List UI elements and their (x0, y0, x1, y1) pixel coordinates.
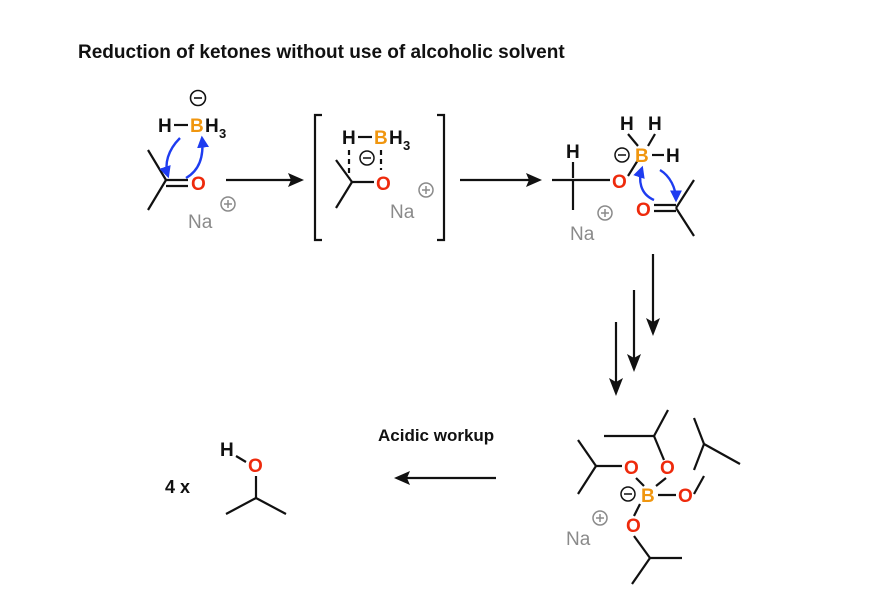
isopropanol-product: H O (220, 440, 287, 515)
positive-charge-icon-2 (597, 205, 613, 221)
ts-bh3-subscript: 3 (403, 138, 410, 153)
isopropyl-h: H (566, 142, 580, 163)
electron-arrow-oxygen (185, 135, 210, 180)
ts-positive-charge-icon (418, 182, 434, 198)
hydride-h-atom: H (158, 116, 172, 137)
borate-boron-atom: B (641, 486, 655, 507)
positive-charge-icon (220, 196, 236, 212)
borate-oxygen-right: O (678, 486, 693, 507)
borate-oxygen-top-left: O (624, 458, 639, 479)
ts-bh-hydrogen: H (389, 128, 403, 149)
electron-arrow-hydride-2 (659, 168, 682, 203)
methyl-bond (147, 149, 167, 181)
repeated-step-arrows (609, 254, 660, 396)
alkoxide-oxygen: O (612, 172, 627, 193)
reaction-arrow-1 (226, 173, 304, 187)
borate-positive-charge-icon (592, 510, 608, 526)
left-bracket (313, 113, 322, 242)
second-carbonyl-oxygen: O (636, 200, 651, 221)
negative-charge-icon (189, 89, 207, 107)
electron-arrow-hydride (159, 137, 181, 179)
workup-arrow (394, 471, 496, 485)
bh3-subscript: 3 (219, 126, 226, 141)
borate-sodium-ion: Na (566, 529, 591, 550)
sodium-ion: Na (188, 212, 213, 233)
ts-negative-charge-icon (359, 150, 375, 166)
alkoxyboron-negative-charge-icon (614, 147, 630, 163)
boron-atom: B (190, 116, 204, 137)
acidic-workup-label: Acidic workup (378, 426, 495, 445)
borate-negative-charge-icon (620, 486, 636, 502)
b-hydrogen-2: H (648, 114, 662, 135)
alkoxyboron-atom: B (635, 146, 649, 167)
carbonyl-oxygen: O (191, 174, 206, 195)
transition-state: H B H 3 O Na (313, 113, 446, 242)
ts-hydride-h: H (342, 128, 356, 149)
product-multiplier: 4 x (165, 477, 191, 497)
b-hydrogen-3: H (666, 146, 680, 167)
hydroxyl-h: H (220, 440, 234, 461)
reaction-arrow-2 (460, 173, 542, 187)
borate-oxygen-top-right: O (660, 458, 675, 479)
alkoxyborohydride-and-ketone: H O H H B H O Na (552, 114, 695, 245)
diagram-title: Reduction of ketones without use of alco… (78, 42, 565, 63)
right-bracket (437, 113, 446, 242)
ts-boron-atom: B (374, 128, 388, 149)
b-hydrogen-1: H (620, 114, 634, 135)
borohydride-and-ketone: H B H 3 O Na (147, 89, 236, 233)
ts-oxygen: O (376, 174, 391, 195)
tetraisopropoxyborate: O O B O O Na (566, 409, 741, 585)
bh-hydrogen: H (205, 116, 219, 137)
electron-arrow-oxygen-2 (633, 165, 655, 202)
borate-oxygen-bottom: O (626, 516, 641, 537)
methyl-bond (147, 179, 167, 211)
sodium-ion-2: Na (570, 224, 595, 245)
ts-sodium-ion: Na (390, 202, 415, 223)
hydroxyl-oxygen: O (248, 456, 263, 477)
